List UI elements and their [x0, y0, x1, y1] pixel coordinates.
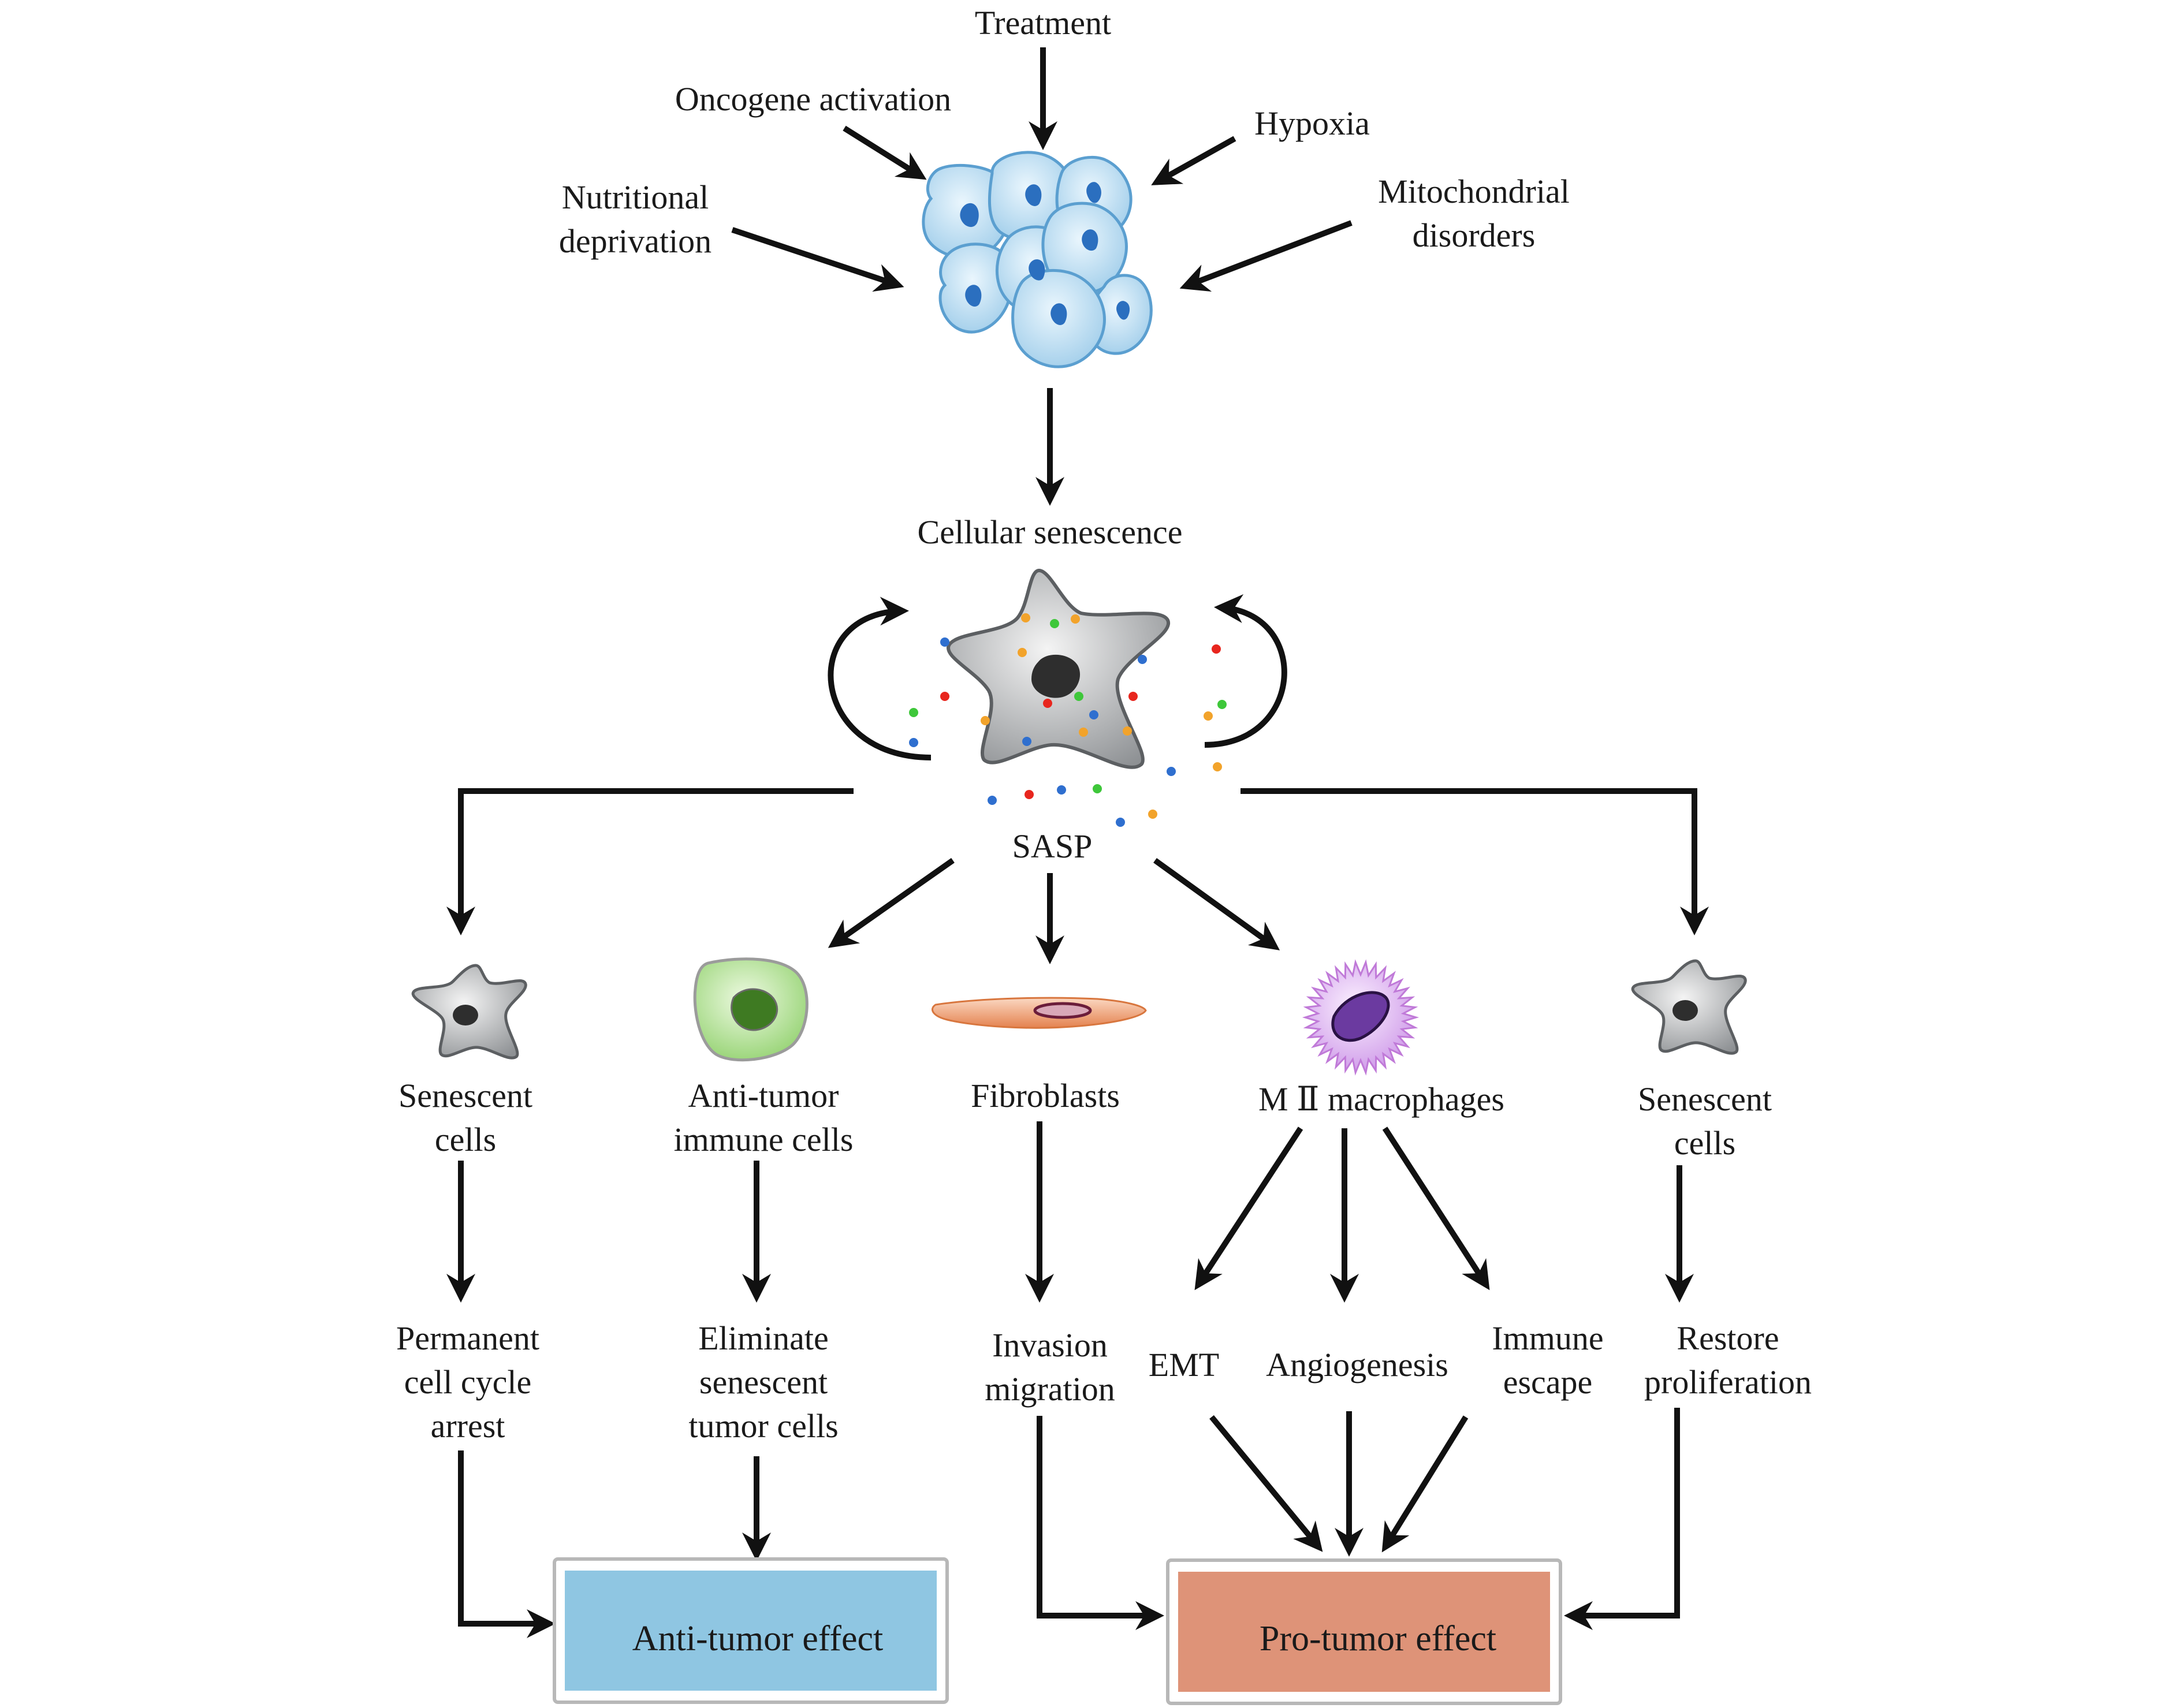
arrow-restore-to-pro: [1564, 1408, 1680, 1630]
nucleus: [1082, 229, 1098, 251]
arrow-invasion-to-pro: [1037, 1416, 1164, 1630]
label-oncogene-activation: Oncogene activation: [675, 80, 952, 118]
feedback-arrow-left: [828, 596, 932, 760]
arrow-macro-to-emt: [1194, 1127, 1303, 1291]
anti-tumor-effect-label: Anti-tumor effect: [632, 1619, 884, 1658]
nucleus: [960, 203, 979, 228]
label-emt: EMT: [1148, 1346, 1220, 1383]
label-invasion-migration: Invasion migration: [985, 1326, 1115, 1408]
label-fibroblasts: Fibroblasts: [971, 1077, 1120, 1114]
feedback-arrow-right: [1204, 594, 1287, 748]
sasp-dot: [1217, 700, 1227, 709]
sasp-dot: [909, 738, 918, 747]
immune-cell-icon: [693, 957, 809, 1062]
sasp-dots: [909, 613, 1227, 827]
nucleus: [1029, 259, 1045, 281]
arrow-mitochondrial: [1179, 220, 1353, 292]
nucleus: [1050, 303, 1067, 325]
senescent-cell-icon: [947, 569, 1171, 769]
sasp-dot: [1204, 711, 1213, 721]
arrow-to-immune: [828, 857, 955, 948]
sasp-dot: [1128, 692, 1138, 701]
fibroblast-nucleus: [1033, 1002, 1092, 1019]
arrow-nutritional: [731, 227, 904, 292]
sasp-dot: [1025, 790, 1034, 799]
pro-tumor-effect-label: Pro-tumor effect: [1259, 1619, 1497, 1658]
cell-cluster-icon: [922, 151, 1153, 368]
arrow-emt-to-pro: [1209, 1415, 1323, 1552]
label-immune-escape: Immune escape: [1492, 1319, 1604, 1401]
sasp-dot: [1167, 767, 1176, 776]
senescent-cell-icon: [411, 964, 527, 1060]
fibroblast-icon: [932, 997, 1147, 1029]
label-permanent-cell-cycle-arrest: Permanent cell cycle arrest: [396, 1319, 540, 1445]
label-restore-proliferation: Restore proliferation: [1644, 1319, 1812, 1401]
arrow-to-senescent-right: [1240, 788, 1709, 935]
sasp-dot: [1212, 644, 1221, 654]
nucleus: [965, 285, 982, 307]
senescent-cell-icon: [1631, 959, 1747, 1055]
label-senescent-cells-left: Senescent cells: [398, 1077, 532, 1158]
sasp-dot: [1116, 818, 1125, 827]
label-cellular-senescence: Cellular senescence: [917, 513, 1183, 551]
small-nucleus: [1672, 1000, 1698, 1021]
sasp-dot: [1148, 810, 1157, 819]
sasp-dot: [1089, 710, 1098, 719]
label-sasp: SASP: [1012, 827, 1093, 865]
sasp-dot: [988, 796, 997, 805]
sasp-dot: [1022, 737, 1031, 746]
arrow-oncogene: [843, 125, 927, 180]
nucleus: [1116, 301, 1130, 320]
anti-tumor-effect-box: [553, 1557, 949, 1704]
label-treatment: Treatment: [974, 4, 1112, 42]
sasp-dot: [940, 692, 949, 701]
label-eliminate-senescent-tumor-cells: Eliminate senescent tumor cells: [688, 1319, 839, 1445]
label-mitochondrial-disorders: Mitochondrial disorders: [1378, 173, 1570, 254]
anti-tumor-box-fill: [565, 1571, 937, 1691]
sasp-dot: [1057, 785, 1066, 795]
macrophage-nucleus: [1331, 991, 1390, 1042]
sasp-dot: [940, 637, 949, 647]
arrow-to-senescent-left: [446, 788, 854, 935]
sasp-dot: [1138, 655, 1147, 664]
sasp-dot: [1021, 613, 1030, 622]
pro-tumor-box-fill: [1178, 1572, 1550, 1692]
small-nucleus: [453, 1005, 478, 1025]
sasp-dot: [1093, 784, 1102, 793]
arrow-hypoxia: [1151, 136, 1236, 185]
sasp-dot: [1074, 692, 1083, 701]
label-hypoxia: Hypoxia: [1254, 105, 1370, 142]
sasp-dot: [1123, 726, 1132, 736]
label-anti-tumor-immune-cells: Anti-tumor immune cells: [673, 1077, 854, 1158]
immune-nucleus: [731, 988, 778, 1031]
sasp-dot: [1079, 728, 1088, 737]
sasp-dot: [1050, 619, 1059, 628]
arrow-arrest-to-anti: [458, 1450, 556, 1638]
sasp-dot: [981, 716, 990, 725]
arrow-to-macrophages: [1153, 857, 1280, 950]
macrophage-icon: [1302, 959, 1420, 1076]
nucleus: [1025, 184, 1042, 206]
label-angiogenesis: Angiogenesis: [1266, 1346, 1448, 1383]
arrow-escape-to-pro: [1381, 1415, 1469, 1553]
label-m2-macrophages: M Ⅱ macrophages: [1258, 1080, 1504, 1118]
nucleus: [1086, 182, 1101, 203]
arrow-macro-to-immune-escape: [1382, 1127, 1490, 1291]
sasp-dot: [1018, 648, 1027, 657]
sasp-dot: [1071, 614, 1080, 624]
sasp-dot: [909, 708, 918, 717]
sasp-dot: [1043, 699, 1052, 708]
sasp-dot: [1213, 762, 1222, 771]
central-nucleus: [1031, 654, 1081, 698]
label-nutritional-deprivation: Nutritional deprivation: [558, 178, 712, 260]
label-senescent-cells-right: Senescent cells: [1638, 1080, 1772, 1162]
pro-tumor-effect-box: [1166, 1558, 1562, 1705]
